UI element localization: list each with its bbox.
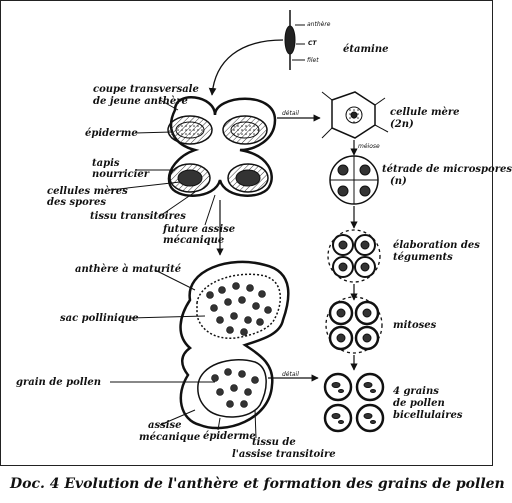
tegument-stage	[327, 229, 381, 283]
four-pollen-grains	[323, 372, 385, 433]
label-assise-1: assise	[148, 420, 182, 431]
label-tissu-transitoires: tissu transitoires	[90, 211, 186, 222]
label-tapis-2: nourricier	[92, 169, 150, 180]
pollen-dots-upper	[206, 282, 272, 336]
label-tissu-bottom-2: l'assise transitoire	[232, 449, 336, 460]
label-tapis-1: tapis	[92, 158, 120, 169]
label-tetrade-1: tétrade de microspores	[382, 164, 512, 175]
label-etamine: étamine	[343, 44, 389, 55]
label-anthere-small: anthère	[307, 21, 331, 28]
label-elaboration-1: élaboration des	[393, 240, 480, 251]
tetrad	[329, 155, 379, 205]
label-epiderme-top: épiderme	[85, 128, 138, 139]
label-elaboration-2: téguments	[393, 252, 453, 263]
pollen-dots-lower	[211, 368, 259, 408]
label-epiderme-bottom: épiderme	[203, 431, 256, 442]
label-cellules-2: des spores	[47, 197, 107, 208]
label-grains-1: 4 grains	[393, 386, 439, 397]
label-tissu-bottom-1: tissu de	[252, 437, 296, 448]
label-sac-pollinique: sac pollinique	[60, 313, 139, 324]
arrow-stamen-to-section	[208, 39, 284, 96]
diagram-drawing	[109, 10, 389, 439]
label-cellule-mere-2: (2n)	[390, 119, 414, 130]
label-future-2: mécanique	[163, 235, 225, 246]
label-assise-2: mécanique	[139, 432, 201, 443]
label-meiose: méiose	[358, 143, 380, 150]
label-anthere-maturite: anthère à maturité	[75, 264, 182, 275]
young-anther-section	[167, 96, 277, 197]
label-detail-1: détail	[282, 110, 299, 117]
stamen-drawing	[284, 10, 305, 70]
leader-lines-top	[109, 99, 216, 226]
label-cellule-mere-1: cellule mère	[390, 107, 460, 118]
figure: anthère CT filet détail méiose détail ét…	[0, 0, 512, 492]
mitosis-stage	[325, 296, 383, 354]
mother-cell	[321, 91, 389, 139]
label-cellules-1: cellules mères	[47, 186, 128, 197]
label-coupe-1: coupe transversale	[93, 84, 199, 95]
label-tetrade-2: (n)	[390, 176, 407, 187]
label-mitoses: mitoses	[393, 320, 437, 331]
label-future-1: future assise	[163, 224, 236, 235]
label-grain-de-pollen: grain de pollen	[16, 377, 102, 388]
figure-frame	[0, 0, 493, 466]
label-coupe-2: de jeune anthère	[93, 96, 188, 107]
label-grains-2: de pollen	[393, 398, 445, 409]
label-filet: filet	[307, 57, 319, 64]
label-grains-3: bicellulaires	[393, 410, 463, 421]
leader-lines-bottom	[110, 269, 257, 439]
figure-caption: Doc. 4 Evolution de l'anthère et formati…	[10, 476, 505, 492]
mature-anther	[179, 260, 290, 430]
label-detail-2: détail	[282, 371, 299, 378]
label-ct: CT	[308, 40, 317, 47]
